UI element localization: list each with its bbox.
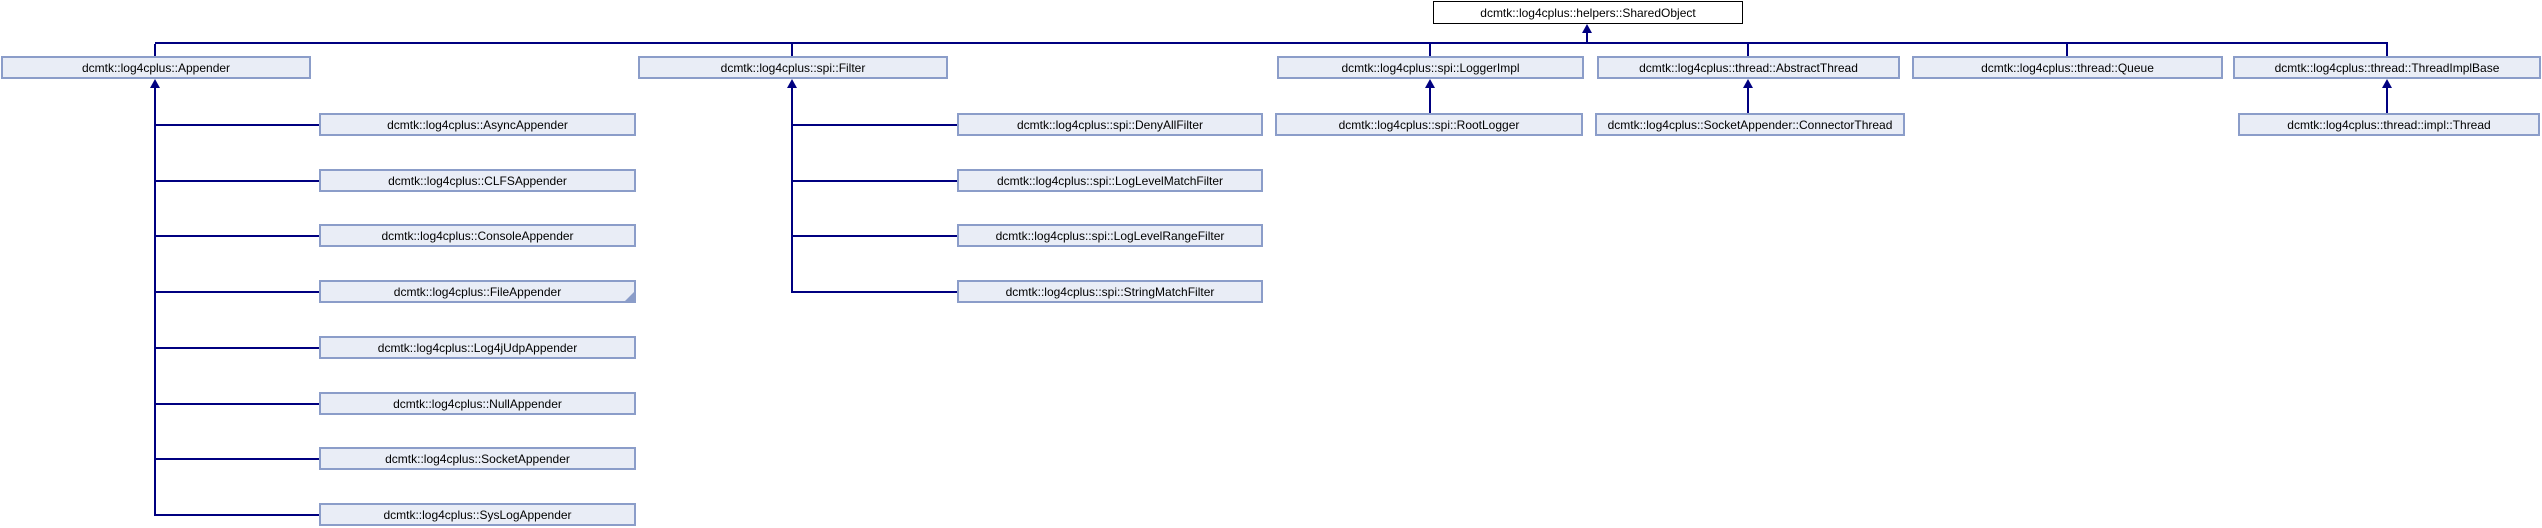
- class-node-deny-all-filter[interactable]: dcmtk::log4cplus::spi::DenyAllFilter: [957, 113, 1263, 136]
- connector-line: [155, 124, 319, 126]
- connector-line: [155, 235, 319, 237]
- connector-line: [1747, 85, 1749, 113]
- connector-line: [1429, 44, 1431, 56]
- class-node-file-appender[interactable]: dcmtk::log4cplus::FileAppender: [319, 280, 636, 303]
- connector-line: [792, 124, 957, 126]
- connector-line: [155, 458, 319, 460]
- arrow-up-icon: [1743, 79, 1753, 88]
- connector-line: [154, 85, 156, 516]
- connector-line: [792, 180, 957, 182]
- class-node-shared-object[interactable]: dcmtk::log4cplus::helpers::SharedObject: [1433, 1, 1743, 24]
- connector-line: [1429, 85, 1431, 113]
- class-node-async-appender[interactable]: dcmtk::log4cplus::AsyncAppender: [319, 113, 636, 136]
- class-node-socket-appender[interactable]: dcmtk::log4cplus::SocketAppender: [319, 447, 636, 470]
- class-node-logger-impl[interactable]: dcmtk::log4cplus::spi::LoggerImpl: [1277, 56, 1584, 79]
- arrow-up-icon: [150, 79, 160, 88]
- class-node-connector-thread[interactable]: dcmtk::log4cplus::SocketAppender::Connec…: [1595, 113, 1905, 136]
- file-appender-label: dcmtk::log4cplus::FileAppender: [393, 284, 562, 299]
- class-node-thread-impl-base[interactable]: dcmtk::log4cplus::thread::ThreadImplBase: [2233, 56, 2541, 79]
- class-node-appender[interactable]: dcmtk::log4cplus::Appender: [1, 56, 311, 79]
- class-node-null-appender[interactable]: dcmtk::log4cplus::NullAppender: [319, 392, 636, 415]
- arrow-up-icon: [2382, 79, 2392, 88]
- connector-line: [1586, 30, 1588, 43]
- class-node-root-logger[interactable]: dcmtk::log4cplus::spi::RootLogger: [1275, 113, 1583, 136]
- class-node-queue[interactable]: dcmtk::log4cplus::thread::Queue: [1912, 56, 2223, 79]
- connector-line: [792, 235, 957, 237]
- class-node-log-level-range-filter[interactable]: dcmtk::log4cplus::spi::LogLevelRangeFilt…: [957, 224, 1263, 247]
- class-node-log4j-udp-appender[interactable]: dcmtk::log4cplus::Log4jUdpAppender: [319, 336, 636, 359]
- connector-line: [2386, 85, 2388, 113]
- connector-line: [791, 44, 793, 56]
- class-node-impl-thread[interactable]: dcmtk::log4cplus::thread::impl::Thread: [2238, 113, 2540, 136]
- connector-line: [2386, 44, 2388, 56]
- class-node-abstract-thread[interactable]: dcmtk::log4cplus::thread::AbstractThread: [1597, 56, 1900, 79]
- derived-classes-corner-icon: [625, 292, 634, 301]
- connector-line: [155, 180, 319, 182]
- class-node-syslog-appender[interactable]: dcmtk::log4cplus::SysLogAppender: [319, 503, 636, 526]
- class-node-string-match-filter[interactable]: dcmtk::log4cplus::spi::StringMatchFilter: [957, 280, 1263, 303]
- class-node-filter[interactable]: dcmtk::log4cplus::spi::Filter: [638, 56, 948, 79]
- connector-line: [791, 85, 793, 293]
- arrow-up-icon: [1425, 79, 1435, 88]
- connector-line: [155, 291, 319, 293]
- connector-line: [1747, 44, 1749, 56]
- class-node-log-level-match-filter[interactable]: dcmtk::log4cplus::spi::LogLevelMatchFilt…: [957, 169, 1263, 192]
- connector-line: [155, 42, 2388, 44]
- connector-line: [792, 291, 957, 293]
- class-node-clfs-appender[interactable]: dcmtk::log4cplus::CLFSAppender: [319, 169, 636, 192]
- connector-line: [155, 403, 319, 405]
- arrow-up-icon: [787, 79, 797, 88]
- connector-line: [154, 44, 156, 56]
- connector-line: [155, 514, 319, 516]
- arrow-up-icon: [1582, 24, 1592, 33]
- connector-line: [155, 347, 319, 349]
- class-node-console-appender[interactable]: dcmtk::log4cplus::ConsoleAppender: [319, 224, 636, 247]
- connector-line: [2066, 44, 2068, 56]
